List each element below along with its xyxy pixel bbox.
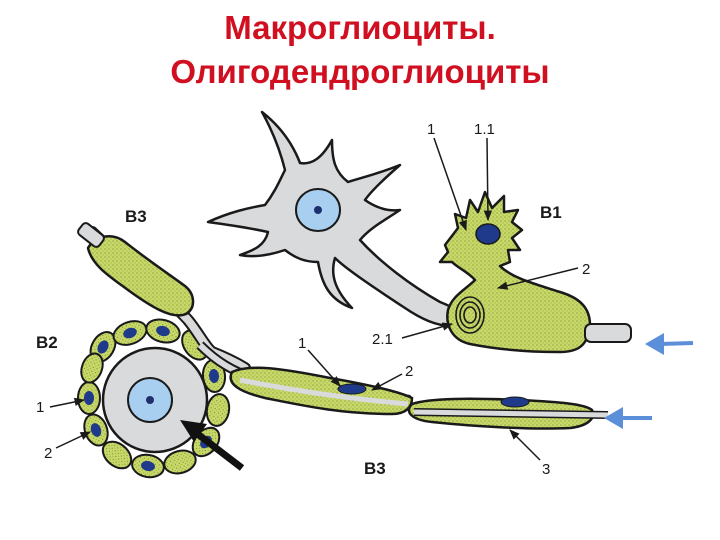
label-1-mid: 1 (298, 335, 306, 352)
b1-myelin-spiral (455, 296, 485, 334)
b2-nucleolus (146, 396, 154, 404)
labels: B3 B1 B2 B3 1 1.1 2 2.1 1 2 1 2 3 (36, 121, 590, 478)
mid-glia-nucleus (337, 383, 367, 395)
oligodendrocyte-diagram: B3 B1 B2 B3 1 1.1 2 2.1 1 2 1 2 3 (36, 110, 694, 479)
label-1-top: 1 (427, 121, 435, 138)
label-b3-bottom: B3 (364, 459, 386, 478)
slide-title: Макроглиоциты. Олигодендроглиоциты (0, 0, 720, 94)
label-b1: B1 (540, 203, 562, 222)
b1-oligodendrocyte (438, 190, 632, 354)
neuron-nucleolus (314, 206, 322, 214)
label-3: 3 (542, 461, 550, 478)
neuron-cell (206, 110, 467, 327)
title-line-1: Макроглиоциты. (224, 9, 496, 46)
blue-arrow-upper (659, 341, 694, 346)
title-line-2: Олигодендроглиоциты (170, 53, 550, 90)
label-b2: B2 (36, 333, 58, 352)
right-glia-nucleus (500, 396, 530, 408)
label-2-mid: 2 (405, 363, 413, 380)
label-2-right: 2 (582, 261, 590, 278)
b1-nucleus (475, 223, 501, 245)
label-2-1: 2.1 (372, 331, 393, 348)
leader-lines (49, 137, 579, 461)
label-2-left: 2 (44, 445, 52, 462)
label-1-1: 1.1 (474, 121, 495, 138)
b2-sheath-cells (77, 318, 231, 479)
label-b3-top: B3 (125, 207, 147, 226)
label-1-left: 1 (36, 399, 44, 416)
b1-axon-end (584, 323, 632, 343)
b2-cross-section (77, 318, 231, 479)
b3-top-axon (77, 222, 251, 374)
blue-arrows (604, 333, 694, 429)
b3-bottom-axon (196, 341, 609, 430)
black-arrow (180, 420, 245, 471)
